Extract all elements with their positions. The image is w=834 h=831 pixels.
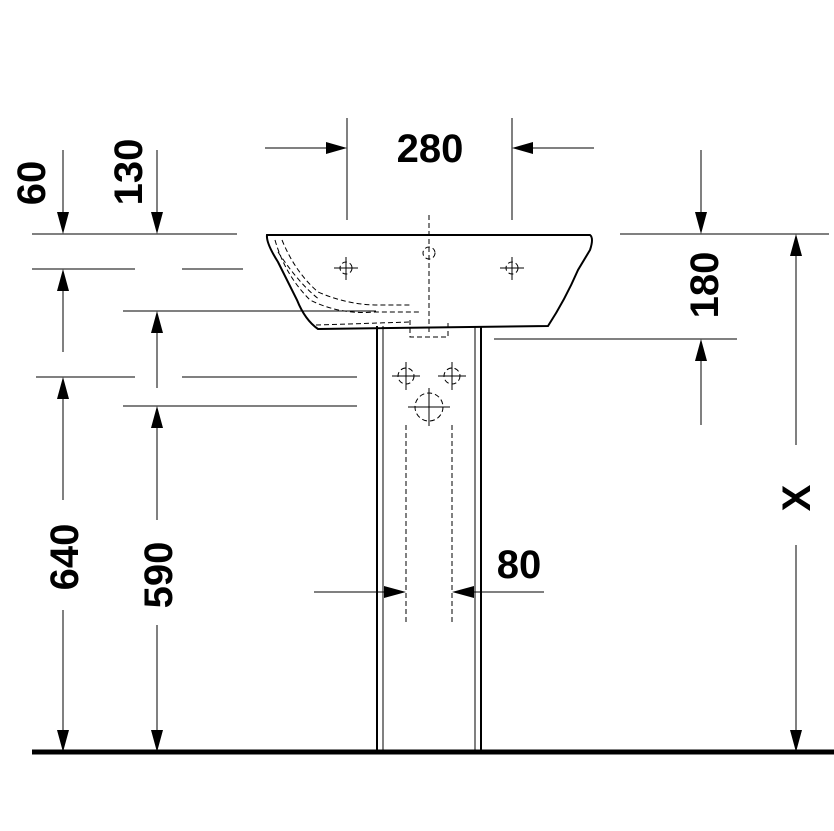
fixing-hole-left	[334, 257, 358, 280]
supply-connection-left	[392, 362, 420, 390]
label-590: 590	[137, 542, 181, 609]
tap-hole	[422, 246, 436, 260]
label-x: X	[775, 484, 819, 511]
label-130: 130	[107, 139, 151, 206]
dimension-640	[57, 377, 69, 752]
dimension-80	[314, 586, 544, 598]
waste-connection	[408, 388, 450, 426]
dimension-130	[151, 150, 163, 388]
dimension-60	[57, 150, 69, 352]
label-60: 60	[10, 161, 54, 206]
dimension-x	[790, 234, 802, 752]
fixing-hole-right	[500, 257, 524, 280]
dimension-180	[695, 150, 707, 425]
label-640: 640	[43, 524, 87, 591]
pedestal	[376, 326, 482, 752]
washbasin	[265, 234, 593, 338]
label-80: 80	[497, 543, 542, 587]
label-280: 280	[397, 127, 464, 171]
label-180: 180	[683, 252, 727, 319]
dimension-280	[265, 118, 594, 220]
supply-connection-right	[438, 362, 466, 390]
dimension-590	[151, 406, 163, 752]
